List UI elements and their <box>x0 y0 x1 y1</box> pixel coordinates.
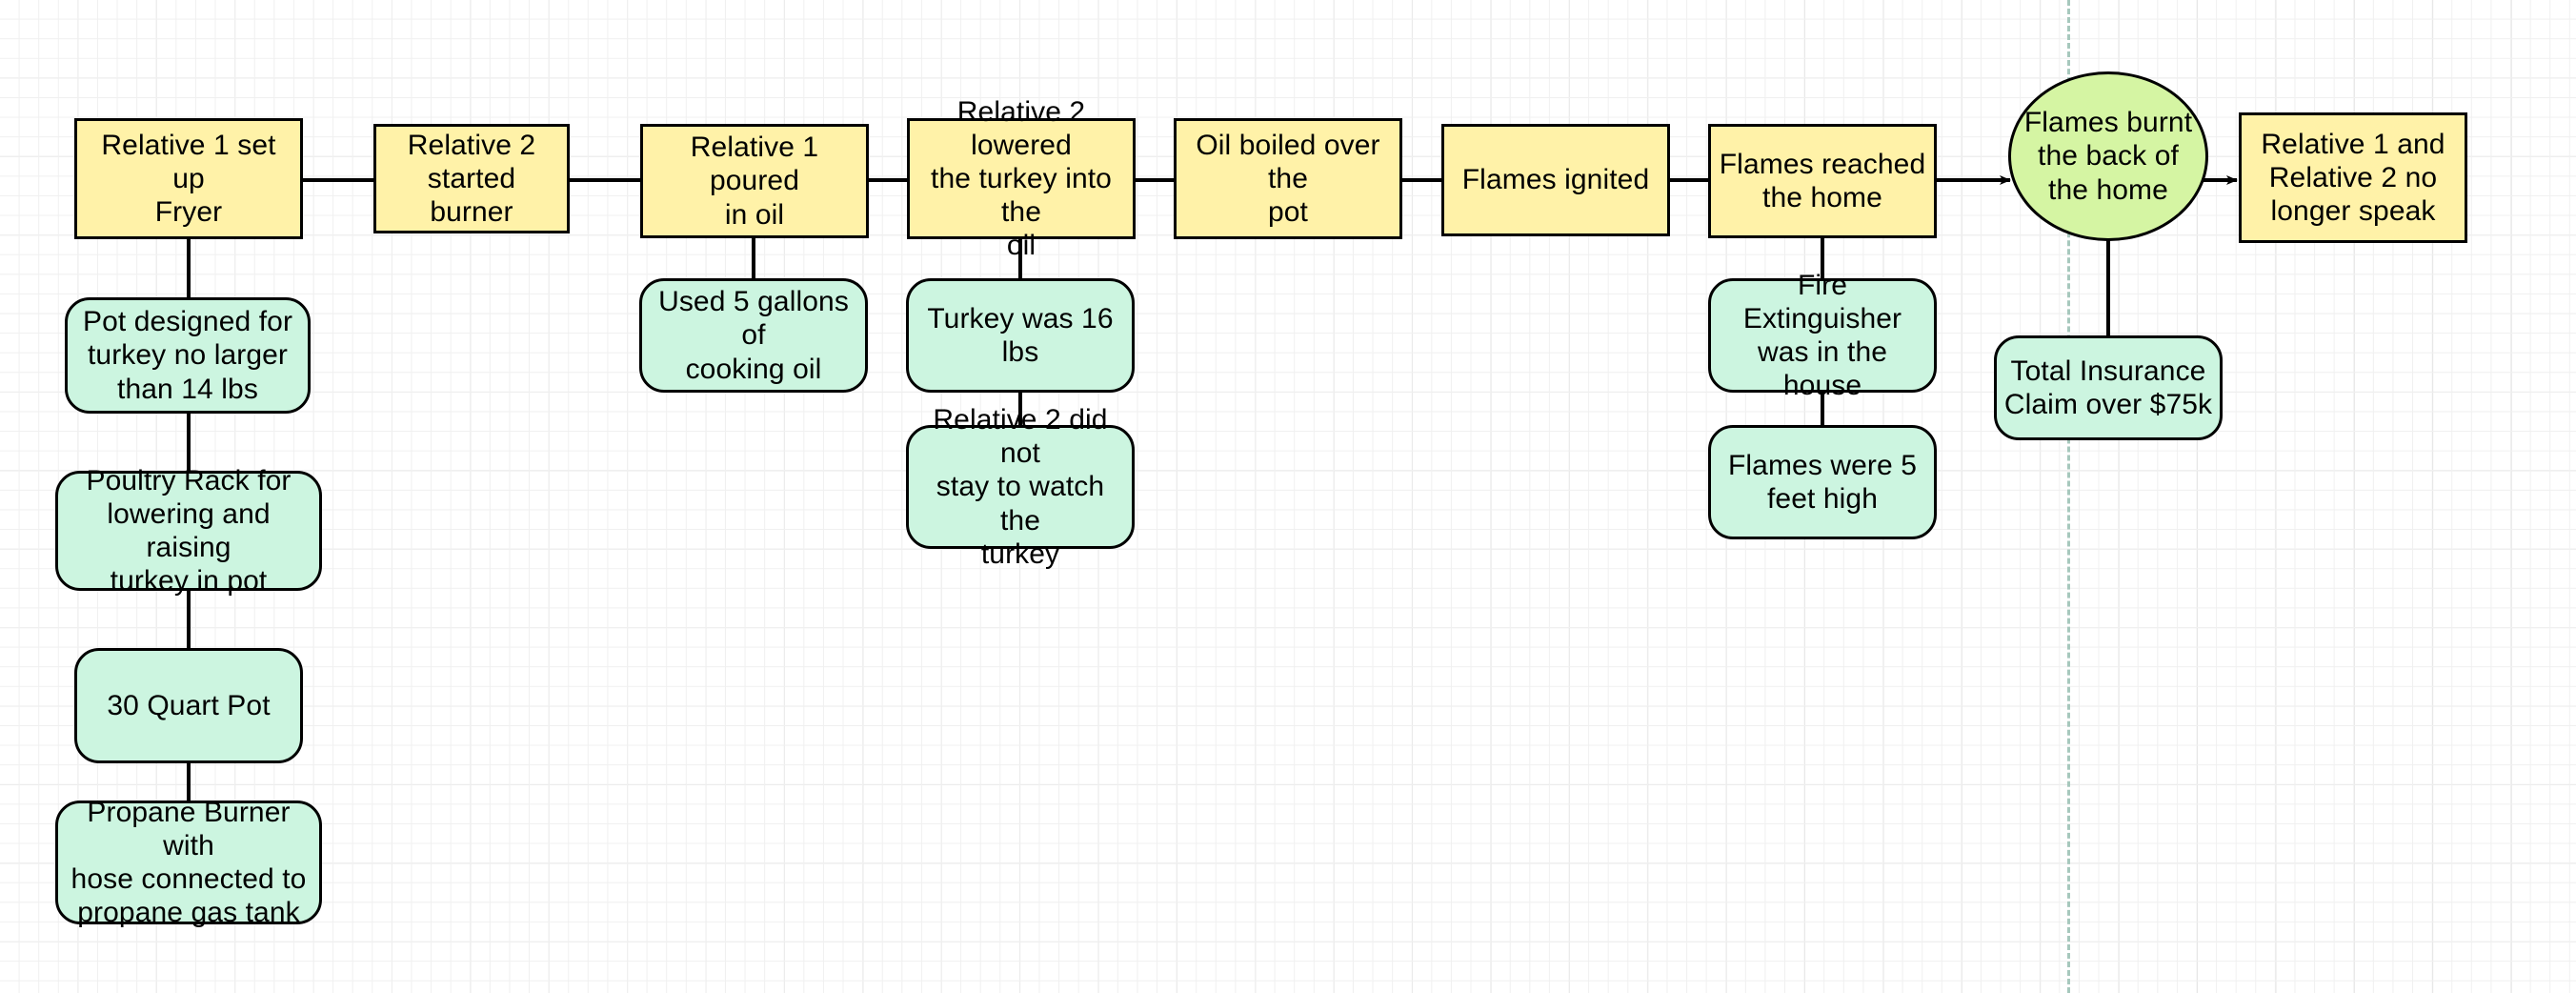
node-label: Total Insurance Claim over $75k <box>2003 355 2213 420</box>
node-label: Fire Extinguisher was in the house <box>1742 269 1902 402</box>
node-flames-burnt-back-of-home[interactable]: Flames burnt the back of the home <box>2008 71 2208 241</box>
node-label: Relative 2 did not stay to watch the tur… <box>933 404 1108 570</box>
alignment-guide-line <box>2067 0 2070 993</box>
node-label: Relative 1 poured in oil <box>690 132 819 231</box>
node-fire-extinguisher-in-house[interactable]: Fire Extinguisher was in the house <box>1708 270 1937 401</box>
node-label: Flames burnt the back of the home <box>2023 107 2193 206</box>
node-poultry-rack[interactable]: Poultry Rack for lowering and raising tu… <box>55 465 322 597</box>
node-flames-reached-home[interactable]: Flames reached the home <box>1708 124 1937 238</box>
node-relative2-did-not-stay[interactable]: Relative 2 did not stay to watch the tur… <box>906 404 1135 570</box>
node-label: Relative 1 and Relative 2 no longer spea… <box>2261 128 2445 228</box>
node-flames-ignited[interactable]: Flames ignited <box>1441 124 1670 236</box>
node-label: Pot designed for turkey no larger than 1… <box>82 306 293 405</box>
node-label: Poultry Rack for lowering and raising tu… <box>86 464 292 598</box>
node-label: Relative 2 lowered the turkey into the o… <box>931 95 1112 262</box>
node-label: Flames reached the home <box>1719 148 1926 213</box>
node-relative2-started-burner[interactable]: Relative 2 started burner <box>373 124 570 233</box>
node-label: Oil boiled over the pot <box>1196 129 1380 229</box>
node-label: Used 5 gallons of cooking oil <box>658 286 849 385</box>
node-label: Relative 1 set up Fryer <box>101 129 276 229</box>
node-relative2-lowered-turkey[interactable]: Relative 2 lowered the turkey into the o… <box>907 96 1136 261</box>
node-oil-boiled-over[interactable]: Oil boiled over the pot <box>1174 118 1402 239</box>
node-turkey-was-16-lbs[interactable]: Turkey was 16 lbs <box>906 278 1135 393</box>
node-label: Flames ignited <box>1461 164 1650 196</box>
node-flames-5-feet-high[interactable]: Flames were 5 feet high <box>1708 425 1937 539</box>
node-label: Relative 2 started burner <box>407 129 536 229</box>
node-total-insurance-claim[interactable]: Total Insurance Claim over $75k <box>1994 335 2223 440</box>
node-label: Turkey was 16 lbs <box>927 302 1114 368</box>
node-relative1-poured-oil[interactable]: Relative 1 poured in oil <box>640 124 869 238</box>
node-pot-designed-for-turkey[interactable]: Pot designed for turkey no larger than 1… <box>65 297 311 414</box>
node-label: Flames were 5 feet high <box>1727 449 1918 515</box>
node-label: Propane Burner with hose connected to pr… <box>70 796 307 929</box>
node-30-quart-pot[interactable]: 30 Quart Pot <box>74 648 303 763</box>
node-relative1-setup-fryer[interactable]: Relative 1 set up Fryer <box>74 118 303 239</box>
node-used-5-gallons-oil[interactable]: Used 5 gallons of cooking oil <box>639 278 868 393</box>
node-relatives-no-longer-speak[interactable]: Relative 1 and Relative 2 no longer spea… <box>2239 112 2467 243</box>
node-label: 30 Quart Pot <box>107 689 271 721</box>
node-propane-burner[interactable]: Propane Burner with hose connected to pr… <box>55 797 322 928</box>
